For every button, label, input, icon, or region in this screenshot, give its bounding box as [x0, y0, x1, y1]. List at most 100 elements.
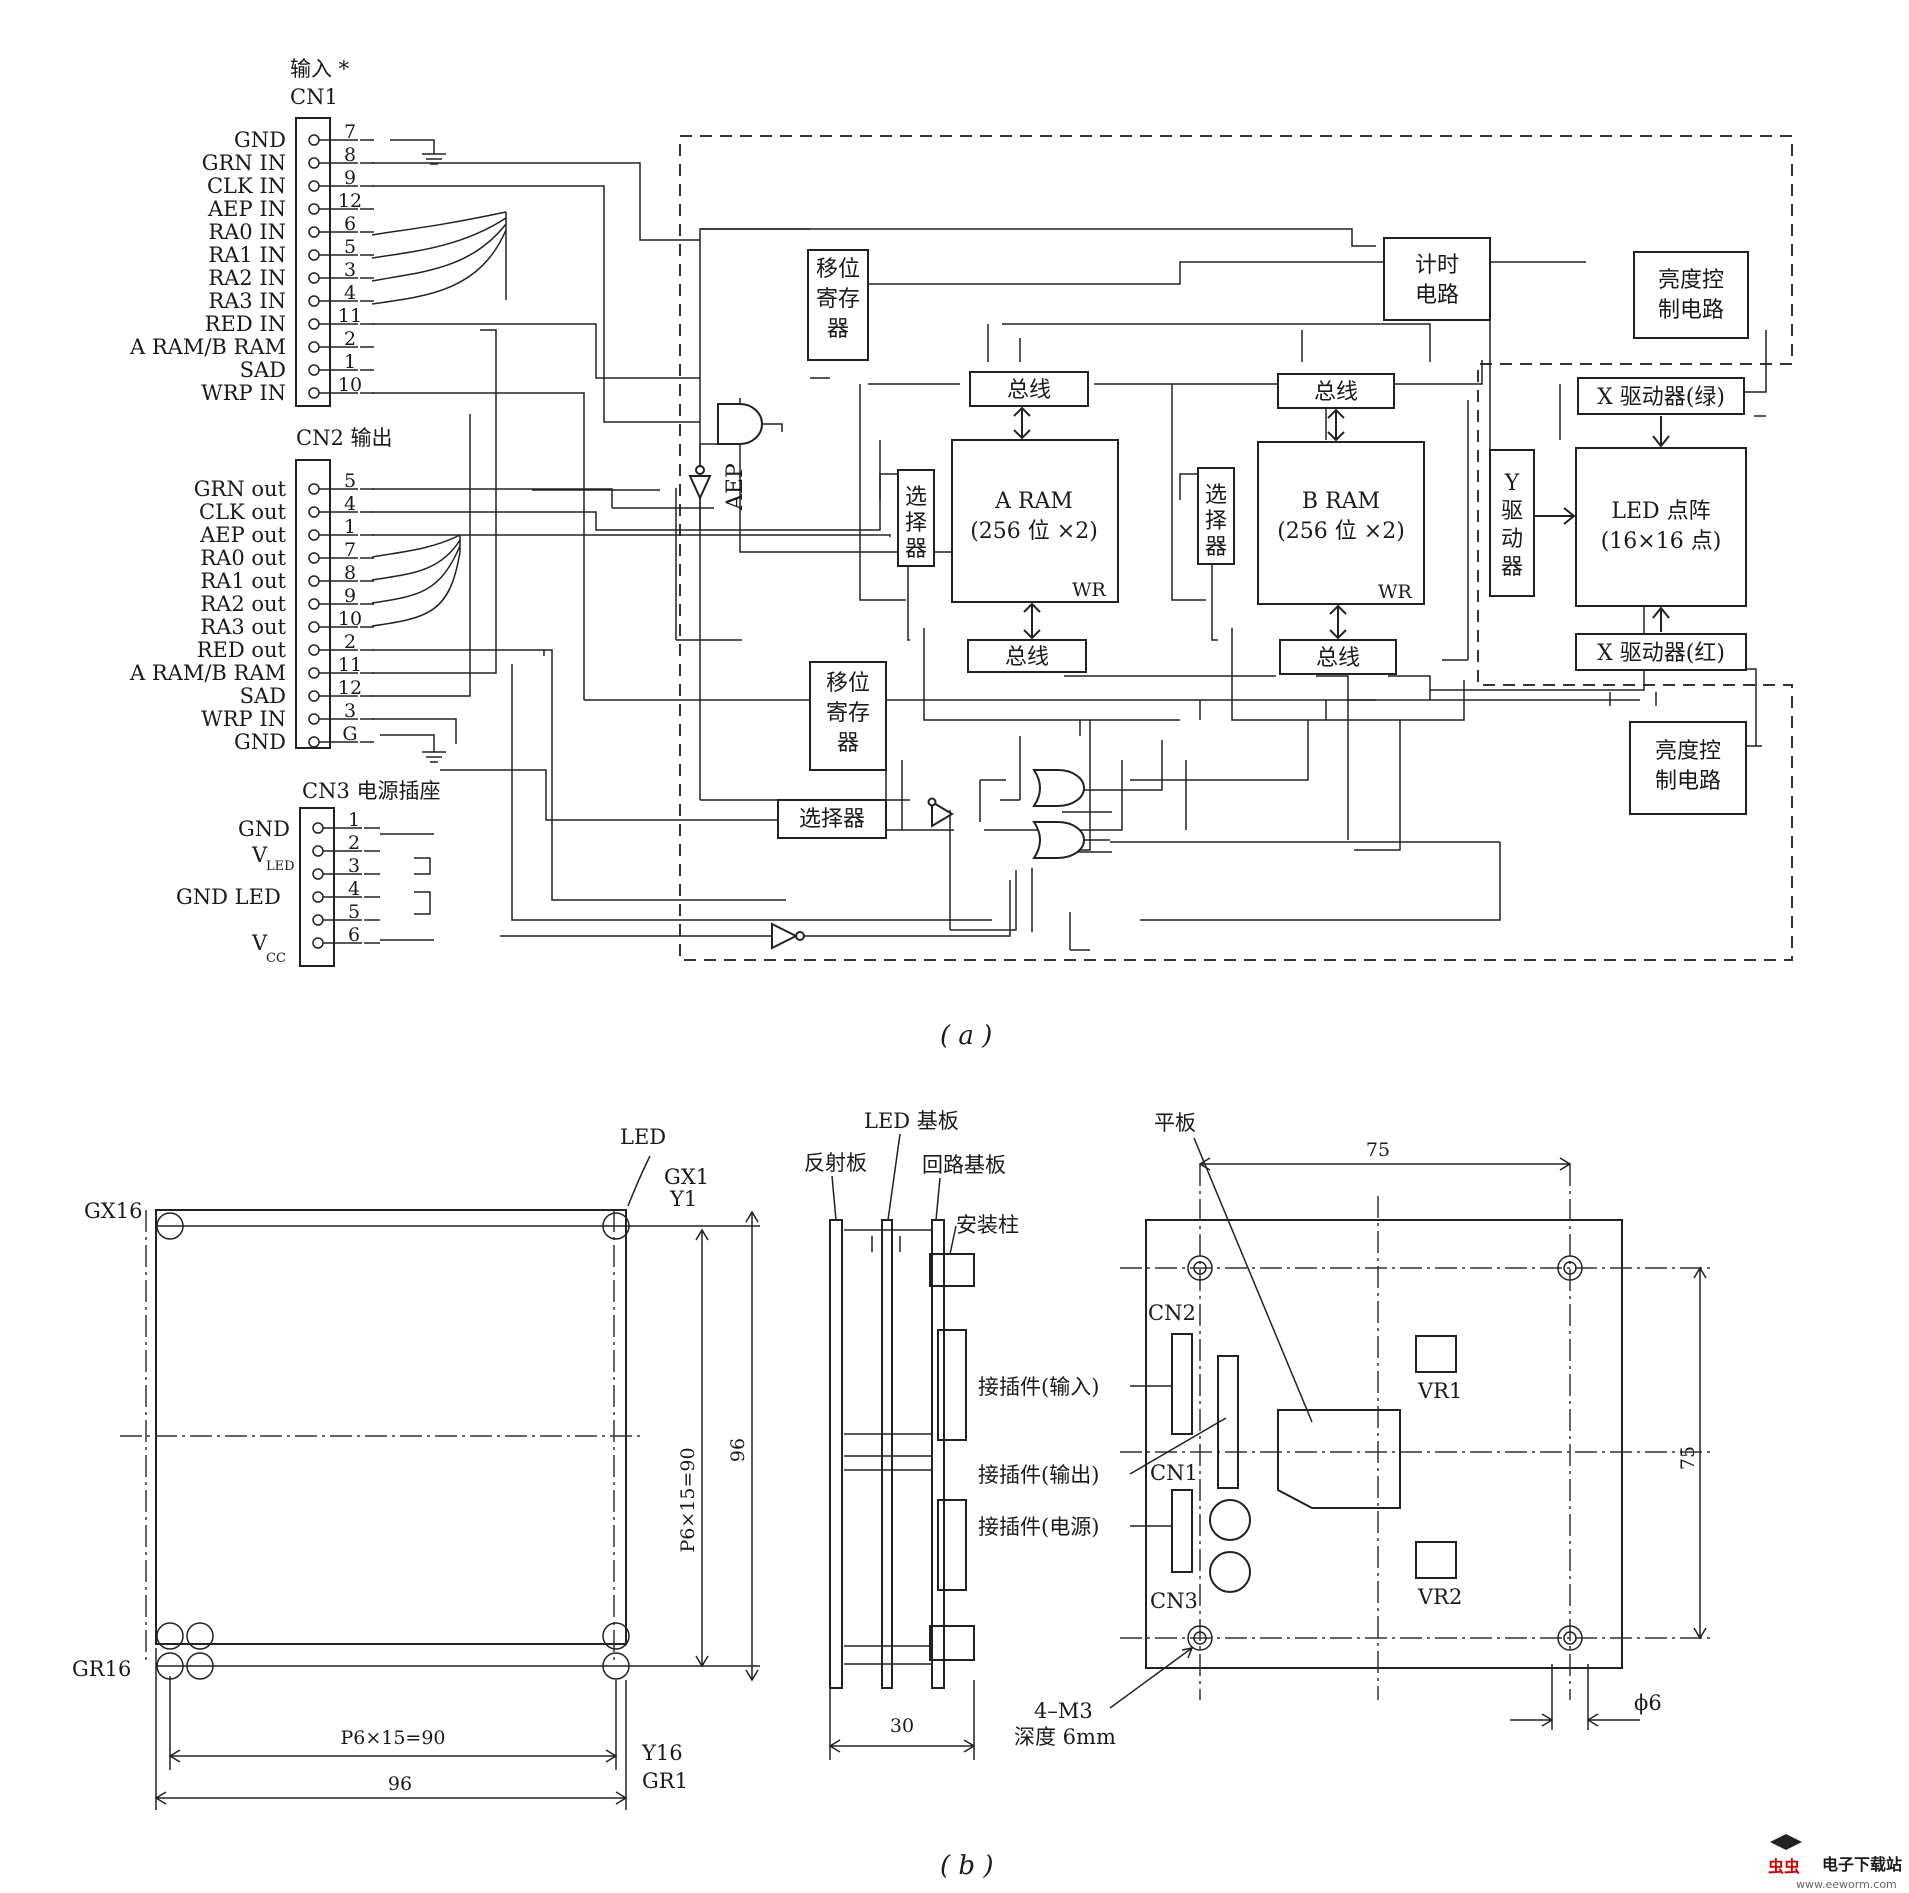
- brightness-control-top-block: [1633, 251, 1749, 339]
- back-dim-top-text: 75: [1366, 1139, 1390, 1161]
- selector-a-line2: 择: [905, 511, 927, 536]
- selector-a-line1: 选: [905, 485, 927, 510]
- selector-b-line2: 择: [1205, 509, 1227, 534]
- vr2-label: VR2: [1417, 1585, 1462, 1609]
- y-driver-line1: Y: [1504, 471, 1520, 496]
- back-dim-top: [1198, 1157, 1572, 1171]
- or-gate-bottom: [1032, 821, 1085, 859]
- cn2-pin-9: SAD 12: [240, 677, 374, 708]
- pin-contact: [312, 868, 324, 880]
- conn-power-label: 接插件(电源): [978, 1515, 1099, 1539]
- timer-circuit-block: [1383, 237, 1491, 321]
- shift-register-bottom-line1: 移位: [826, 671, 870, 696]
- pin-label: RED out: [197, 638, 287, 662]
- side-view: [828, 1219, 976, 1760]
- signal-wiring: [372, 162, 1640, 921]
- side-dim-text: 30: [890, 1715, 914, 1737]
- side-reflector-label: 反射板: [804, 1151, 867, 1175]
- pin-contact: [312, 937, 324, 949]
- selector-b-block: [1197, 467, 1235, 565]
- and-gate-output: [762, 423, 783, 432]
- selector-b-line3: 器: [1205, 535, 1227, 560]
- brightness-control-bottom-line2: 制电路: [1655, 769, 1721, 794]
- pin-number: 4: [344, 282, 356, 304]
- pin-contact: [308, 644, 320, 656]
- cn3-jumper-wires: [380, 833, 434, 941]
- pin-contact: [308, 690, 320, 702]
- selector-a-line3: 器: [905, 537, 927, 562]
- pin-number: 2: [348, 832, 360, 854]
- pin-number: 11: [338, 654, 362, 676]
- front-dim-pitch-h: [168, 1676, 618, 1770]
- pin-contact: [312, 822, 324, 834]
- pin-label: AEP out: [199, 523, 286, 547]
- pin-contact: [308, 295, 320, 307]
- brightness-control-bottom-line1: 亮度控: [1655, 739, 1721, 764]
- cn1-socket: [1217, 1355, 1239, 1489]
- front-y1-label: Y1: [669, 1187, 697, 1211]
- pin-label: SAD: [240, 358, 286, 382]
- pin-contact: [312, 891, 324, 903]
- cn3-pin-3: 4: [312, 878, 380, 903]
- pin-number: 9: [344, 585, 356, 607]
- pin-number: 2: [344, 631, 356, 653]
- watermark-logo: 虫虫 电子下载站 www.eeworm.com: [1768, 1834, 1902, 1891]
- inverter-wrp-bubble: [795, 931, 805, 941]
- conn-leaders: [1129, 1385, 1227, 1527]
- pin-number: 5: [344, 236, 356, 258]
- front-view-leds: [156, 1212, 630, 1680]
- back-view-centerlines-h: [1120, 1267, 1712, 1639]
- pin-label: CLK out: [199, 500, 287, 524]
- x-driver-red-block: [1575, 633, 1747, 671]
- cn1-connector-body: [295, 117, 331, 407]
- cn1-title: CN1: [290, 85, 338, 109]
- pin-number: 3: [348, 855, 360, 877]
- led-matrix-line1: LED 点阵: [1611, 499, 1710, 524]
- front-led-label: LED: [620, 1125, 666, 1149]
- cn1-input-title: 输入 *: [290, 57, 350, 81]
- front-dim-total-v-text: 96: [727, 1438, 749, 1462]
- pin-contact: [308, 621, 320, 633]
- a-ram-line1: A RAM: [994, 489, 1073, 514]
- back-cn2-label: CN2: [1148, 1301, 1196, 1325]
- conn-output-label: 接插件(输出): [978, 1463, 1099, 1487]
- aep-label: AEP: [723, 463, 748, 511]
- bus-a-top-block: [969, 371, 1089, 407]
- back-view-centerlines-v: [1199, 1164, 1571, 1700]
- x-driver-red-label: X 驱动器(红): [1597, 641, 1725, 666]
- bus-a-top-label: 总线: [1007, 378, 1051, 403]
- plate-label: 平板: [1154, 1111, 1196, 1135]
- watermark-brand: 虫虫: [1768, 1857, 1800, 1876]
- and-gate: [717, 403, 763, 445]
- x-driver-green-block: [1577, 377, 1745, 415]
- pin-number: 7: [344, 121, 356, 143]
- timer-circuit-line1: 计时: [1415, 253, 1459, 278]
- pin-number: 12: [338, 677, 362, 699]
- buffer-gate-bubble: [927, 797, 937, 807]
- pin-contact: [308, 529, 320, 541]
- flat-board: [1277, 1409, 1401, 1509]
- shift-register-top-line3: 器: [827, 317, 849, 342]
- cn3-pin-4: 5: [312, 901, 380, 926]
- front-dim-total-v: [745, 1210, 759, 1682]
- y-driver-line2: 驱: [1501, 499, 1523, 524]
- pin-label: RA0 IN: [208, 220, 286, 244]
- cn1-ground-symbol: [390, 139, 446, 165]
- caption-b: ( b ): [940, 1851, 993, 1881]
- pin-label: SAD: [240, 684, 286, 708]
- graduation-cap-icon: [1770, 1834, 1802, 1850]
- pin-label: RA3 IN: [208, 289, 286, 313]
- pin-number: 5: [344, 470, 356, 492]
